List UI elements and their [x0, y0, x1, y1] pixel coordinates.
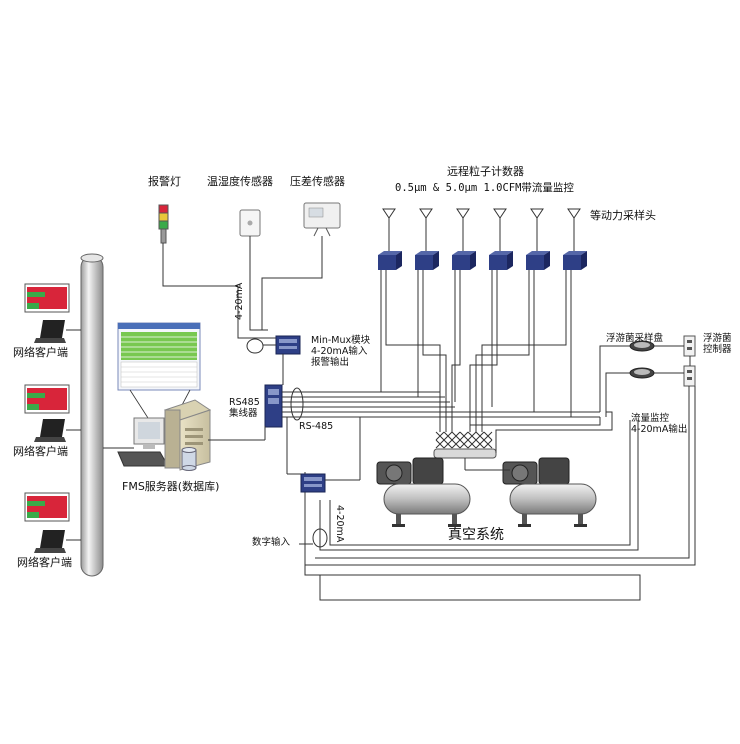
- particle-counter-icon: [526, 251, 550, 270]
- vacuum-manifold: [433, 431, 497, 459]
- sampling-probe-icon: [530, 208, 544, 251]
- planktonic-dish-label: 浮游菌采样盘: [606, 333, 664, 344]
- particle-counter-icon: [563, 251, 587, 270]
- client-label-2: 网络客户端: [13, 445, 68, 458]
- remote-counter-spec: 0.5μm & 5.0μm 1.0CFM带流量监控: [395, 182, 574, 194]
- vacuum-pump-icon: [502, 457, 597, 527]
- counter-wiring: [380, 270, 572, 432]
- client-label-3: 网络客户端: [17, 556, 72, 569]
- rs485-bus-label: RS-485: [299, 421, 334, 432]
- planktonic-controller-label-line1: 浮游菌: [703, 333, 732, 344]
- flow-monitor-label-line2: 4-20mA输出: [631, 424, 688, 435]
- sampling-probe-icon: [456, 208, 470, 251]
- flow-monitor-label-line1: 流量监控: [631, 413, 670, 424]
- minimux-label-line2: 4-20mA输入: [311, 346, 368, 357]
- laptop-icon: [34, 419, 66, 442]
- controller-icon: [683, 335, 696, 357]
- sensor-wiring: [162, 236, 323, 339]
- minimux-label-line1: Min-Mux模块: [311, 335, 371, 346]
- client-monitor-icon: [24, 283, 70, 313]
- minimux-module-icon: [275, 335, 301, 355]
- rs485-hub-icon: [264, 384, 283, 428]
- digital-input-label: 数字输入: [252, 537, 291, 548]
- fms-server-station: [103, 322, 212, 471]
- laptop-icon: [34, 530, 66, 553]
- client-station-2: [24, 384, 81, 442]
- client-station-3: [24, 492, 81, 553]
- sampling-probe-array: [382, 208, 581, 251]
- remote-counter-title: 远程粒子计数器: [447, 165, 524, 178]
- bottom-module-icon: [300, 473, 326, 493]
- pressure-sensor-label: 压差传感器: [290, 175, 345, 188]
- particle-counter-icon: [378, 251, 402, 270]
- client-monitor-icon: [24, 384, 70, 414]
- client-label-1: 网络客户端: [13, 346, 68, 359]
- sampling-probe-icon: [493, 208, 507, 251]
- database-icon: [181, 447, 197, 471]
- crt-monitor-icon: [133, 417, 165, 449]
- laptop-icon: [34, 320, 66, 343]
- sampling-probe-icon: [419, 208, 433, 251]
- vacuum-pump-icon: [376, 457, 471, 527]
- signal-4-20ma-top-label: 4-20mA: [234, 282, 245, 320]
- controller-icon: [683, 365, 696, 387]
- rs485-bus-lines: [282, 391, 600, 418]
- temp-humidity-sensor-label: 温湿度传感器: [207, 175, 273, 188]
- particle-counter-icon: [489, 251, 513, 270]
- alarm-light-icon: [158, 204, 169, 244]
- client-station-1: [24, 283, 81, 343]
- pipe-network-backbone: [80, 253, 104, 577]
- sampling-probe-icon: [382, 208, 396, 251]
- pressure-sensor-icon: [303, 202, 341, 237]
- particle-counter-icon: [415, 251, 439, 270]
- fms-server-label: FMS服务器(数据库): [122, 480, 220, 493]
- dish-icon: [629, 340, 655, 352]
- alarm-light-label: 报警灯: [148, 175, 181, 188]
- planktonic-wiring: [304, 345, 696, 566]
- rs485-hub-label-line2: 集线器: [229, 408, 258, 419]
- particle-counter-icon: [452, 251, 476, 270]
- isokinetic-probe-label: 等动力采样头: [590, 209, 656, 222]
- client-monitor-icon: [24, 492, 70, 522]
- sampling-probe-icon: [567, 208, 581, 251]
- signal-4-20ma-bottom-label: 4-20mA: [334, 505, 345, 543]
- keyboard-icon: [117, 451, 169, 467]
- particle-counter-array: [378, 251, 587, 270]
- vacuum-system-label: 真空系统: [448, 527, 504, 543]
- dish-icon: [629, 367, 655, 379]
- rs485-hub-label-line1: RS485: [229, 397, 260, 408]
- planktonic-controller-label-line2: 控制器: [703, 344, 732, 355]
- temp-humidity-sensor-icon: [239, 209, 261, 237]
- fms-software-screenshot: [117, 322, 201, 391]
- minimux-label-line3: 报警输出: [311, 357, 350, 368]
